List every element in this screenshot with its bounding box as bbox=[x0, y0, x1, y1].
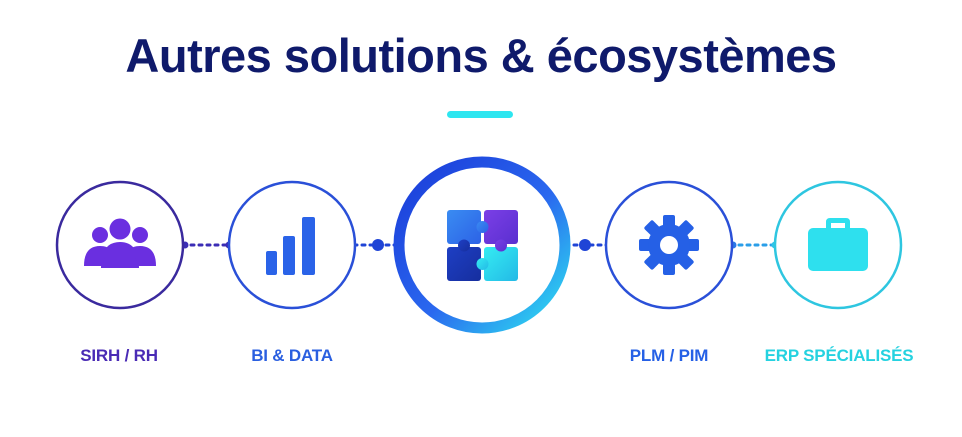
label-plm-pim: PLM / PIM bbox=[629, 346, 709, 365]
node-center-integration bbox=[393, 156, 571, 334]
title-underline bbox=[447, 111, 513, 118]
node-erp bbox=[773, 180, 903, 310]
node-plm-pim bbox=[604, 180, 734, 310]
node-sirh bbox=[55, 180, 185, 310]
label-bi-data: BI & DATA bbox=[251, 346, 333, 365]
briefcase-icon bbox=[808, 218, 868, 271]
connector-center-plm bbox=[564, 239, 610, 251]
label-sirh: SIRH / RH bbox=[80, 346, 158, 365]
connector-bi-center bbox=[352, 239, 400, 251]
users-icon bbox=[84, 218, 156, 268]
connector-plm-erp bbox=[729, 241, 779, 249]
gear-icon bbox=[639, 215, 699, 275]
puzzle-icon bbox=[447, 210, 518, 281]
connector-sirh-bi bbox=[181, 241, 233, 249]
node-bi-data bbox=[227, 180, 357, 310]
page-title: Autres solutions & écosystèmes bbox=[125, 29, 837, 82]
bar-chart-icon bbox=[266, 217, 315, 275]
label-erp: ERP SPÉCIALISÉS bbox=[764, 346, 914, 365]
